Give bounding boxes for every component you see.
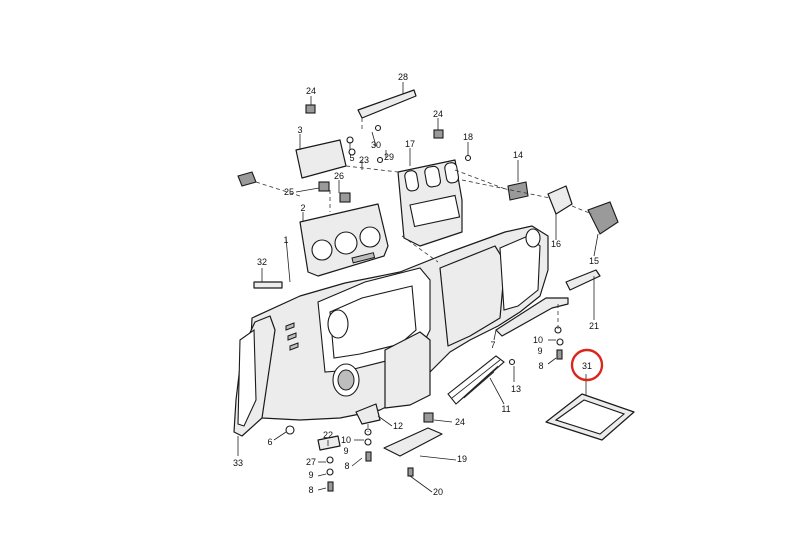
- callout-9a: 9: [537, 346, 542, 356]
- switch: [507, 181, 529, 201]
- callout-23: 23: [359, 155, 369, 165]
- trim-strip: [253, 281, 283, 289]
- fasteners: [285, 124, 564, 492]
- callout-33: 33: [233, 458, 243, 468]
- callout-31: 31: [582, 361, 592, 371]
- callout-27: 27: [306, 457, 316, 467]
- callout-32: 32: [257, 257, 267, 267]
- small-plate: [317, 435, 341, 451]
- callout-13: 13: [511, 384, 521, 394]
- clip-24c: [423, 412, 434, 423]
- upper-rail: [357, 89, 417, 119]
- callout-30: 30: [371, 140, 381, 150]
- callout-25: 25: [284, 187, 294, 197]
- callout-9c: 9: [308, 470, 313, 480]
- cluster-bezel: [299, 203, 389, 277]
- highlight-circle: [570, 348, 604, 382]
- center-bezel: [397, 159, 463, 247]
- callout-20: 20: [433, 487, 443, 497]
- callout-7: 7: [490, 340, 495, 350]
- callout-8c: 8: [308, 485, 313, 495]
- clip-26: [318, 181, 330, 192]
- callout-8b: 8: [344, 461, 349, 471]
- callout-22: 22: [323, 430, 333, 440]
- callout-8a: 8: [538, 361, 543, 371]
- callout-3: 3: [297, 125, 302, 135]
- callout-24a: 24: [306, 86, 316, 96]
- callout-28: 28: [398, 72, 408, 82]
- callout-16: 16: [551, 239, 561, 249]
- callout-14: 14: [513, 150, 523, 160]
- callout-6: 6: [267, 437, 272, 447]
- callout-26: 26: [334, 171, 344, 181]
- side-plate: [565, 269, 601, 291]
- clip-25: [339, 192, 351, 203]
- callout-5: 5: [349, 153, 354, 163]
- callout-19: 19: [457, 454, 467, 464]
- callout-2: 2: [300, 203, 305, 213]
- callout-10b: 10: [341, 435, 351, 445]
- clip-24a: [305, 104, 316, 114]
- callout-29: 29: [384, 152, 394, 162]
- callout-15: 15: [589, 256, 599, 266]
- lower-bracket: [355, 403, 381, 425]
- callout-9b: 9: [343, 446, 348, 456]
- bracket: [495, 297, 569, 337]
- dashboard-panel: [233, 225, 549, 437]
- alignment-lines: [255, 118, 593, 432]
- callout-17: 17: [405, 139, 415, 149]
- loose-clip: [237, 171, 257, 187]
- callout-18: 18: [463, 132, 473, 142]
- callout-11: 11: [501, 404, 510, 414]
- vent-cover: [547, 185, 573, 215]
- callout-21: 21: [589, 321, 599, 331]
- side-vent: [587, 201, 619, 235]
- tray: [545, 393, 635, 441]
- callout-24b: 24: [433, 109, 443, 119]
- clip-24b: [433, 129, 444, 139]
- callout-1: 1: [283, 235, 288, 245]
- storage-net: [447, 355, 505, 405]
- callout-12: 12: [393, 421, 403, 431]
- callout-10a: 10: [533, 335, 543, 345]
- callout-labels: 24 28 3 5 30 23 29 24 18 17 14 26 25 2 1…: [233, 72, 599, 497]
- lower-plate: [383, 427, 443, 457]
- callout-24c: 24: [455, 417, 465, 427]
- leader-lines: [237, 82, 599, 493]
